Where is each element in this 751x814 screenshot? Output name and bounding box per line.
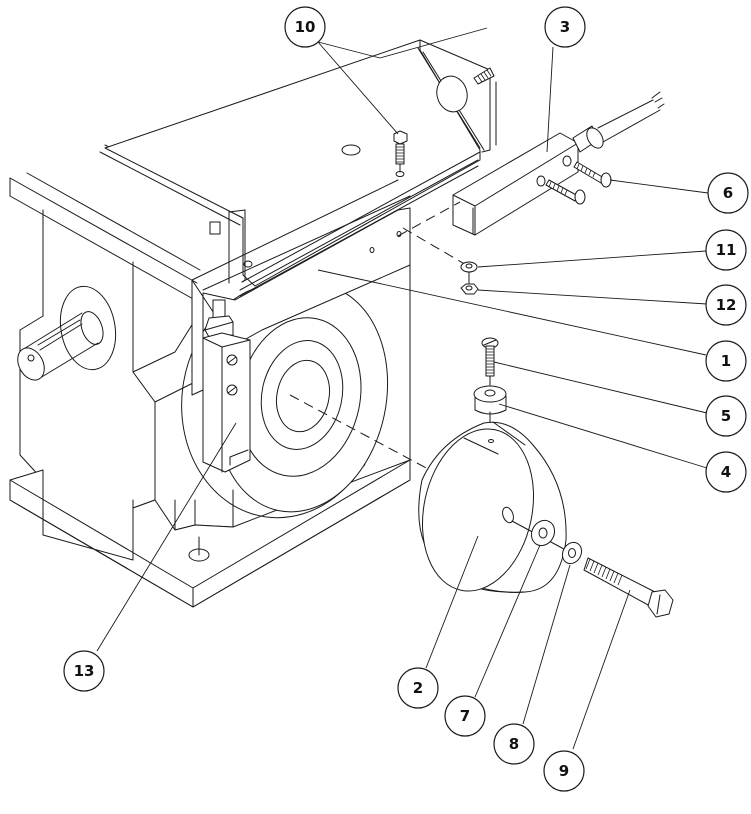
washer-nut-stack (397, 201, 479, 295)
vertical-sensor (202, 299, 251, 473)
callout-4[interactable]: 4 (705, 451, 747, 493)
callout-circle (397, 667, 439, 709)
callout-2[interactable]: 2 (397, 667, 439, 709)
callout-3[interactable]: 3 (544, 6, 586, 48)
callout-label: 13 (74, 662, 95, 680)
callout-9[interactable]: 9 (543, 750, 585, 792)
callout-6[interactable]: 6 (707, 172, 749, 214)
callout-circle (63, 650, 105, 692)
disc-wheel (418, 421, 567, 593)
callout-circle (705, 229, 747, 271)
callout-circle (493, 723, 535, 765)
callout-label: 3 (560, 18, 570, 36)
callout-circle (705, 451, 747, 493)
callout-circle (444, 695, 486, 737)
callout-circle (705, 284, 747, 326)
slotted-screws (545, 161, 612, 205)
callout-8[interactable]: 8 (493, 723, 535, 765)
callout-label: 8 (509, 735, 519, 753)
stud-bolt (473, 67, 495, 85)
callout-5[interactable]: 5 (705, 395, 747, 437)
callout-label: 11 (716, 241, 737, 259)
callout-label: 10 (295, 18, 316, 36)
leader-lines (96, 27, 709, 750)
callout-label: 12 (716, 296, 737, 314)
callout-label: 1 (721, 352, 731, 370)
callout-1[interactable]: 1 (705, 340, 747, 382)
callout-label: 5 (721, 407, 731, 425)
callout-circle (705, 395, 747, 437)
input-shaft (17, 285, 117, 381)
callout-13[interactable]: 13 (63, 650, 105, 692)
base-plate (9, 456, 411, 608)
callout-label: 6 (723, 184, 733, 202)
callout-11[interactable]: 11 (705, 229, 747, 271)
callout-label: 4 (721, 463, 731, 481)
callout-12[interactable]: 12 (705, 284, 747, 326)
callout-10[interactable]: 10 (284, 6, 326, 48)
mounting-bracket (104, 39, 497, 396)
callout-circle (543, 750, 585, 792)
callout-circle (705, 340, 747, 382)
callout-circle (707, 172, 749, 214)
callout-circle (544, 6, 586, 48)
washer-bolt-stack (511, 519, 674, 618)
callout-label: 7 (460, 707, 470, 725)
callout-label: 9 (559, 762, 569, 780)
callout-label: 2 (413, 679, 423, 697)
callout-7[interactable]: 7 (444, 695, 486, 737)
sensor-block (452, 91, 665, 236)
hex-bolt-top (393, 130, 408, 177)
callout-circle (284, 6, 326, 48)
